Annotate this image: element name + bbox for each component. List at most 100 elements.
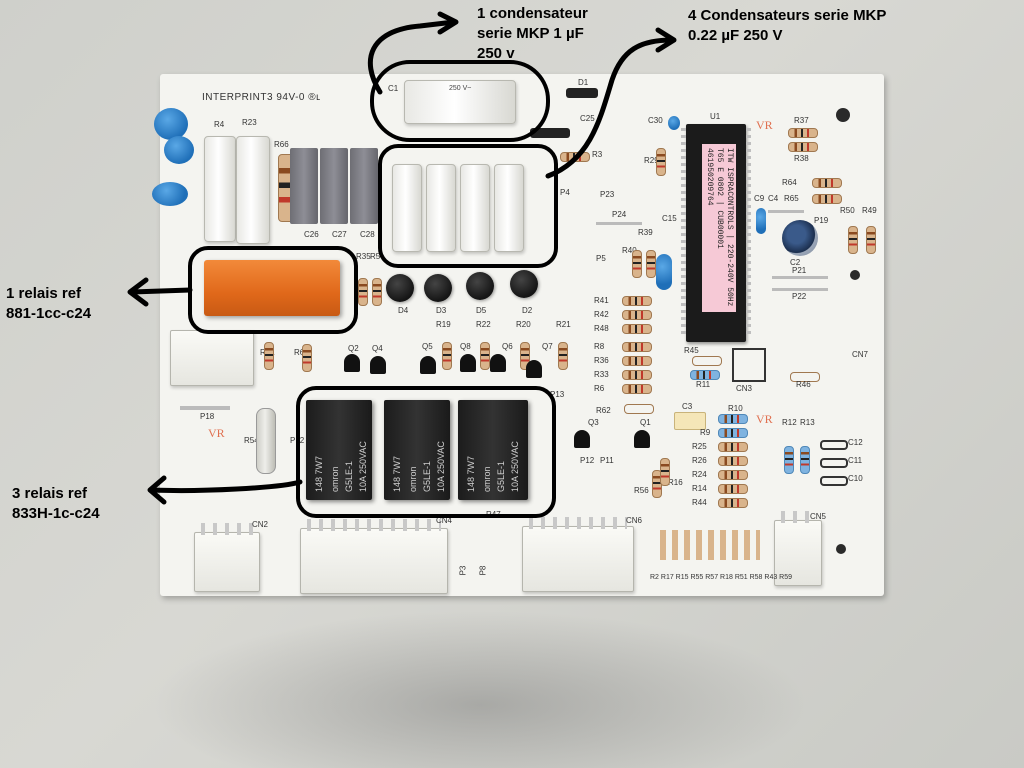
label-r62: R62 bbox=[596, 406, 611, 415]
capacitor-c10 bbox=[820, 476, 848, 486]
resistor-r38 bbox=[788, 142, 818, 152]
vr-mark: VR bbox=[756, 412, 773, 426]
label-c11: C11 bbox=[848, 456, 863, 465]
resistor-row bbox=[660, 530, 760, 560]
label-r11: R11 bbox=[696, 380, 711, 389]
label-c26: C26 bbox=[304, 230, 319, 239]
label-c30: C30 bbox=[648, 116, 663, 125]
microcontroller-u1: ITW ISPRACONTROLS | 220-240V 50Hz T65 E … bbox=[681, 124, 751, 342]
label-r6: R6 bbox=[594, 384, 605, 393]
transistor-q3 bbox=[574, 430, 590, 448]
mkp-capacitor-0-22uf bbox=[494, 164, 524, 252]
connector-cn5 bbox=[774, 511, 822, 586]
label-p13: P13 bbox=[550, 390, 565, 399]
resistor-r6 bbox=[622, 384, 652, 394]
label-r24: R24 bbox=[692, 470, 707, 479]
label-cn7: CN7 bbox=[852, 350, 869, 359]
label-c4: C4 bbox=[768, 194, 779, 203]
label-r42: R42 bbox=[594, 310, 609, 319]
label-r26: R26 bbox=[692, 456, 707, 465]
manufacturer-mark: INTERPRINT3 94V-0 ®ʟ bbox=[202, 92, 321, 103]
arrow-relay1-head bbox=[127, 277, 149, 307]
label-p24: P24 bbox=[612, 210, 627, 219]
label-r25: R25 bbox=[692, 442, 707, 451]
annotation-relay1-line1: 1 relais ref bbox=[6, 285, 82, 302]
bridge-rectifier-d4 bbox=[386, 274, 414, 302]
label-r3: R3 bbox=[592, 150, 603, 159]
label-u1: U1 bbox=[710, 112, 721, 121]
resistor-r14 bbox=[718, 484, 748, 494]
transistor-q2 bbox=[344, 354, 360, 372]
annotation-relay3-line1: 3 relais ref bbox=[12, 485, 88, 502]
resistor-r16 bbox=[660, 458, 670, 486]
highlight-capacitor-c1 bbox=[370, 60, 550, 142]
annotation-relay1: 1 relais ref 881-1cc-c24 bbox=[6, 284, 91, 324]
resistor-r65 bbox=[812, 194, 842, 204]
label-r21: R21 bbox=[556, 320, 571, 329]
diode-d1 bbox=[566, 88, 598, 98]
capacitor-c9 bbox=[756, 208, 766, 234]
label-p22: P22 bbox=[792, 292, 807, 301]
label-q4: Q4 bbox=[372, 344, 383, 353]
label-r20: R20 bbox=[516, 320, 531, 329]
annotation-mkp: 4 Condensateurs serie MKP 0.22 µF 250 V bbox=[688, 6, 886, 46]
label-r45: R45 bbox=[684, 346, 699, 355]
mounting-hole bbox=[836, 108, 850, 122]
label-r38: R38 bbox=[794, 154, 809, 163]
mkp-capacitor bbox=[350, 148, 378, 224]
label-d1: D1 bbox=[578, 78, 589, 87]
resistor-r33 bbox=[622, 370, 652, 380]
vr-mark: VR bbox=[756, 118, 773, 132]
annotation-c1-line2: serie MKP 1 µF bbox=[477, 25, 584, 42]
label-r64: R64 bbox=[782, 178, 797, 187]
mkp-capacitor bbox=[290, 148, 318, 224]
label-r54: R54 bbox=[244, 436, 259, 445]
label-c9: C9 bbox=[754, 194, 765, 203]
transistor-q1 bbox=[634, 430, 650, 448]
annotation-relay1-line2: 881-1cc-c24 bbox=[6, 305, 92, 322]
label-d4: D4 bbox=[398, 306, 409, 315]
mkp-capacitor bbox=[320, 148, 348, 224]
annotation-mkp-line1: 4 Condensateurs serie MKP bbox=[688, 7, 887, 24]
label-r37: R37 bbox=[794, 116, 809, 125]
arrow-mkp-head bbox=[655, 27, 677, 53]
resistor-r46 bbox=[790, 372, 820, 382]
electrolytic-capacitor-c2 bbox=[782, 220, 818, 256]
resistor-r5 bbox=[372, 278, 382, 306]
label-d5: D5 bbox=[476, 306, 487, 315]
transistor-q5 bbox=[420, 356, 436, 374]
label-c3: C3 bbox=[682, 402, 693, 411]
resistor-r60 bbox=[302, 344, 312, 372]
power-resistor bbox=[236, 136, 270, 244]
resistor-r22 bbox=[480, 342, 490, 370]
label-r60: R60 bbox=[294, 348, 309, 357]
mounting-hole bbox=[850, 270, 860, 280]
label-cn6: CN6 bbox=[626, 516, 643, 525]
annotation-mkp-line2: 0.22 µF 250 V bbox=[688, 27, 783, 44]
resistor-r29 bbox=[656, 148, 666, 176]
label-p21: P21 bbox=[792, 266, 807, 275]
mkp-capacitor-0-22uf bbox=[426, 164, 456, 252]
label-r41: R41 bbox=[594, 296, 609, 305]
label-r12: R12 bbox=[782, 418, 797, 427]
mkp-capacitor-0-22uf bbox=[460, 164, 490, 252]
resistor-r25 bbox=[718, 442, 748, 452]
label-r40: R40 bbox=[622, 246, 637, 255]
label-cn5: CN5 bbox=[810, 512, 827, 521]
bridge-rectifier-d5 bbox=[466, 272, 494, 300]
label-p4: P4 bbox=[560, 188, 570, 197]
jumper bbox=[768, 210, 804, 213]
relay-833h-1c-c24: 148 7W7 omron G5LE-1 10A 250VAC bbox=[384, 400, 450, 500]
label-r23: R23 bbox=[242, 118, 257, 127]
resistor-r12 bbox=[784, 446, 794, 474]
transistor-q8 bbox=[460, 354, 476, 372]
resistor-r3 bbox=[560, 152, 590, 162]
resistor-r11 bbox=[690, 370, 720, 380]
label-q7: Q7 bbox=[542, 342, 553, 351]
transistor-q6 bbox=[490, 354, 506, 372]
pcb-board: INTERPRINT3 94V-0 ®ʟ R4 R23 R66 C26 C27 … bbox=[152, 74, 884, 596]
resistor-r41 bbox=[622, 296, 652, 306]
label-c2: C2 bbox=[790, 258, 801, 267]
annotation-relay3: 3 relais ref 833H-1c-c24 bbox=[12, 484, 100, 524]
label-d2: D2 bbox=[522, 306, 533, 315]
